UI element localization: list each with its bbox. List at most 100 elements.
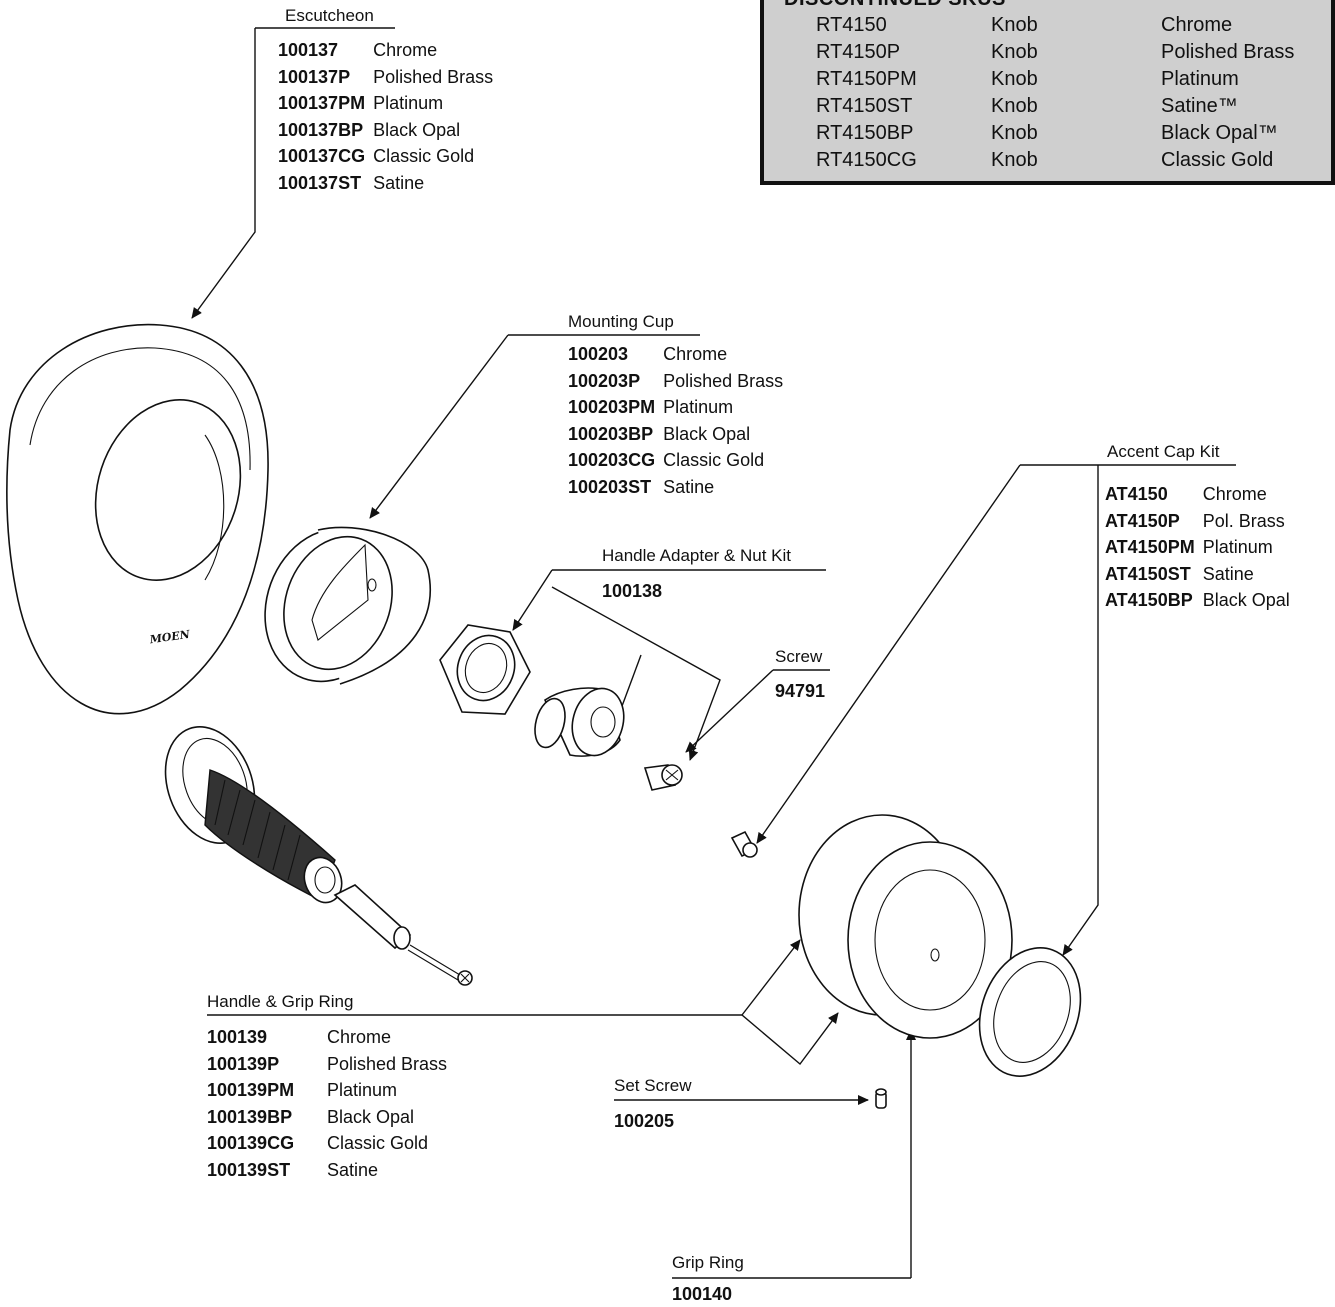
table-row: RT4150BP Knob Black Opal™ [816,120,1294,147]
table-row: 100137PM Platinum [278,90,493,117]
part-finish: Platinum [373,93,444,114]
finish-cell: Satine™ [1161,95,1238,117]
finish-cell: Classic Gold [1161,149,1274,171]
sku-cell: RT4150BP [816,122,914,144]
part-finish: Satine [327,1159,379,1180]
set-screw-code: 100205 [614,1111,675,1131]
escutcheon-title: Escutcheon [285,6,374,25]
part-code: AT4150PM [1105,537,1195,558]
moen-logo: MOEN [148,628,192,647]
finish-cell: Black Opal™ [1161,122,1278,144]
part-code: 100139P [207,1053,280,1074]
grip-ring-code: 100140 [672,1284,733,1304]
part-code: 100139ST [207,1159,291,1180]
part-code: 100139CG [207,1133,295,1154]
type-cell: Knob [991,14,1038,36]
table-row: 100137 Chrome [278,37,493,64]
part-finish: Pol. Brass [1202,510,1285,531]
table-row: RT4150ST Knob Satine™ [816,93,1294,120]
part-finish: Classic Gold [373,146,475,167]
escutcheon-plate: MOEN [6,323,269,715]
part-finish: Satine [373,172,425,193]
part-code: 100139PM [207,1080,295,1101]
part-finish: Platinum [327,1080,398,1101]
part-code: AT4150 [1105,484,1168,505]
finish-cell: Platinum [1161,68,1239,90]
table-row: 100139CG Classic Gold [207,1130,447,1157]
part-code: 100137BP [278,119,364,140]
finish-cell: Polished Brass [1161,41,1295,63]
type-cell: Knob [991,149,1038,171]
set-screw-part [875,1088,887,1109]
screw-code: 94791 [775,681,826,701]
accent-cap-title: Accent Cap Kit [1107,442,1220,461]
part-code: AT4150BP [1105,590,1193,611]
table-row: RT4150P Knob Polished Brass [816,39,1294,66]
finish-cell: Chrome [1161,14,1233,36]
grip-ring-title: Grip Ring [672,1253,744,1272]
part-code: AT4150ST [1105,563,1191,584]
type-cell: Knob [991,95,1038,117]
part-code: 100139 [207,1027,268,1048]
part-finish: Polished Brass [327,1053,448,1074]
handle-grip-parts: 100139 Chrome 100139P Polished Brass 10013… [207,1024,447,1183]
part-finish: Platinum [663,397,734,418]
set-screw-title: Set Screw [614,1076,692,1095]
part-code: 100203 [568,344,629,365]
handle-adapter-title: Handle Adapter & Nut Kit [602,546,792,565]
part-code: 100203ST [568,476,652,497]
screw-title: Screw [775,647,823,666]
part-finish: Black Opal [373,119,461,140]
table-row: RT4150CG Knob Classic Gold [816,147,1294,174]
part-finish: Chrome [373,40,438,61]
part-finish: Satine [663,476,715,497]
discontinued-table: RT4150 Knob Chrome RT4150P Knob Polished… [816,12,1294,174]
discontinued-skus-box: DISCONTINUED SKUS RT4150 Knob Chrome RT4… [760,0,1335,185]
handle-adapter-code: 100138 [602,581,663,601]
mounting-cup-title: Mounting Cup [568,312,674,331]
table-row: RT4150PM Knob Platinum [816,66,1294,93]
table-row: 100139 Chrome [207,1024,447,1051]
part-finish: Classic Gold [327,1133,429,1154]
table-row: 100139PM Platinum [207,1077,447,1104]
table-row: 100203CG Classic Gold [568,447,783,474]
sku-cell: RT4150ST [816,95,913,117]
handle-grip-title: Handle & Grip Ring [207,992,354,1011]
part-code: 100203CG [568,450,656,471]
handle-adapter [534,687,625,757]
table-row: 100137BP Black Opal [278,117,493,144]
part-finish: Chrome [1202,484,1267,505]
part-code: 100137PM [278,93,366,114]
part-finish: Chrome [327,1027,392,1048]
sku-cell: RT4150CG [816,149,917,171]
valve-stem [164,726,473,986]
part-finish: Platinum [1202,537,1273,558]
table-row: RT4150 Knob Chrome [816,12,1294,39]
leader-lines [191,27,1236,1279]
part-code: 100137 [278,40,339,61]
accent-cap-small [730,830,758,858]
type-cell: Knob [991,122,1038,144]
handle-knob [798,814,1013,1039]
part-code: 100137P [278,66,351,87]
sku-cell: RT4150 [816,14,887,36]
part-code: 100203BP [568,423,654,444]
part-finish: Classic Gold [663,450,765,471]
table-row: AT4150PM Platinum [1105,534,1290,561]
part-code: 100139BP [207,1106,293,1127]
